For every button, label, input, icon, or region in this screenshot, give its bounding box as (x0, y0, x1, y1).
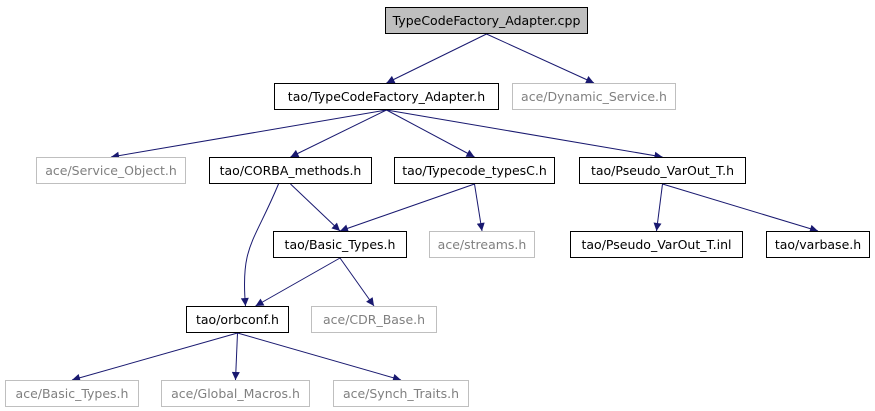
node-ace-synch-traits-h[interactable]: ace/Synch_Traits.h (333, 380, 469, 407)
edge-tcf-adapter-h-to-pseudo-varout (386, 109, 663, 160)
node-ace-streams-h[interactable]: ace/streams.h (429, 231, 535, 258)
edge-corba-methods-to-basic-types-tao (290, 183, 341, 232)
edge-orbconf-to-synch-traits (237, 332, 402, 382)
node-tao-pseudo-varout-t-inl[interactable]: tao/Pseudo_VarOut_T.inl (570, 231, 743, 258)
edge-basic-types-tao-to-orbconf (255, 257, 341, 307)
edge-tcf-adapter-h-to-typecode-typesc (386, 109, 475, 158)
edge-root-to-dynamic-service (486, 33, 595, 84)
node-ace-basic-types-h[interactable]: ace/Basic_Types.h (5, 380, 139, 407)
node-tao-pseudo-varout-t-h[interactable]: tao/Pseudo_VarOut_T.h (579, 157, 746, 184)
node-tao-corba-methods-h[interactable]: tao/CORBA_methods.h (209, 157, 372, 184)
edge-orbconf-to-basic-types-ace (71, 332, 238, 382)
node-tao-typecode-typesc-h[interactable]: tao/Typecode_typesC.h (394, 157, 555, 184)
node-ace-cdr-base-h[interactable]: ace/CDR_Base.h (311, 306, 437, 333)
edge-pseudo-varout-to-pseudo-varout-inl (653, 183, 663, 232)
edge-corba-methods-to-orbconf (240, 183, 279, 307)
edge-basic-types-tao-to-cdr-base (339, 257, 375, 307)
edge-tcf-adapter-h-to-service-object (110, 109, 387, 160)
node-tao-basic-types-h[interactable]: tao/Basic_Types.h (273, 231, 407, 258)
edge-typecode-typesc-to-streams (474, 183, 485, 232)
node-ace-global-macros-h[interactable]: ace/Global_Macros.h (161, 380, 310, 407)
node-tao-varbase-h[interactable]: tao/varbase.h (766, 231, 870, 258)
node-tao-typecodefactory-adapter-h[interactable]: tao/TypeCodeFactory_Adapter.h (274, 83, 499, 110)
node-tao-orbconf-h[interactable]: tao/orbconf.h (186, 306, 289, 333)
edge-tcf-adapter-h-to-corba-methods (290, 109, 387, 158)
node-ace-service-object-h[interactable]: ace/Service_Object.h (36, 157, 186, 184)
edge-pseudo-varout-to-varbase (662, 183, 819, 233)
edge-root-to-tcf-adapter-h (386, 33, 487, 84)
node-ace-dynamic-service-h[interactable]: ace/Dynamic_Service.h (512, 83, 676, 110)
node-typecodefactory-adapter-cpp[interactable]: TypeCodeFactory_Adapter.cpp (385, 7, 588, 34)
edge-typecode-typesc-to-basic-types-tao (339, 183, 475, 233)
edge-orbconf-to-global-macros (231, 332, 240, 381)
